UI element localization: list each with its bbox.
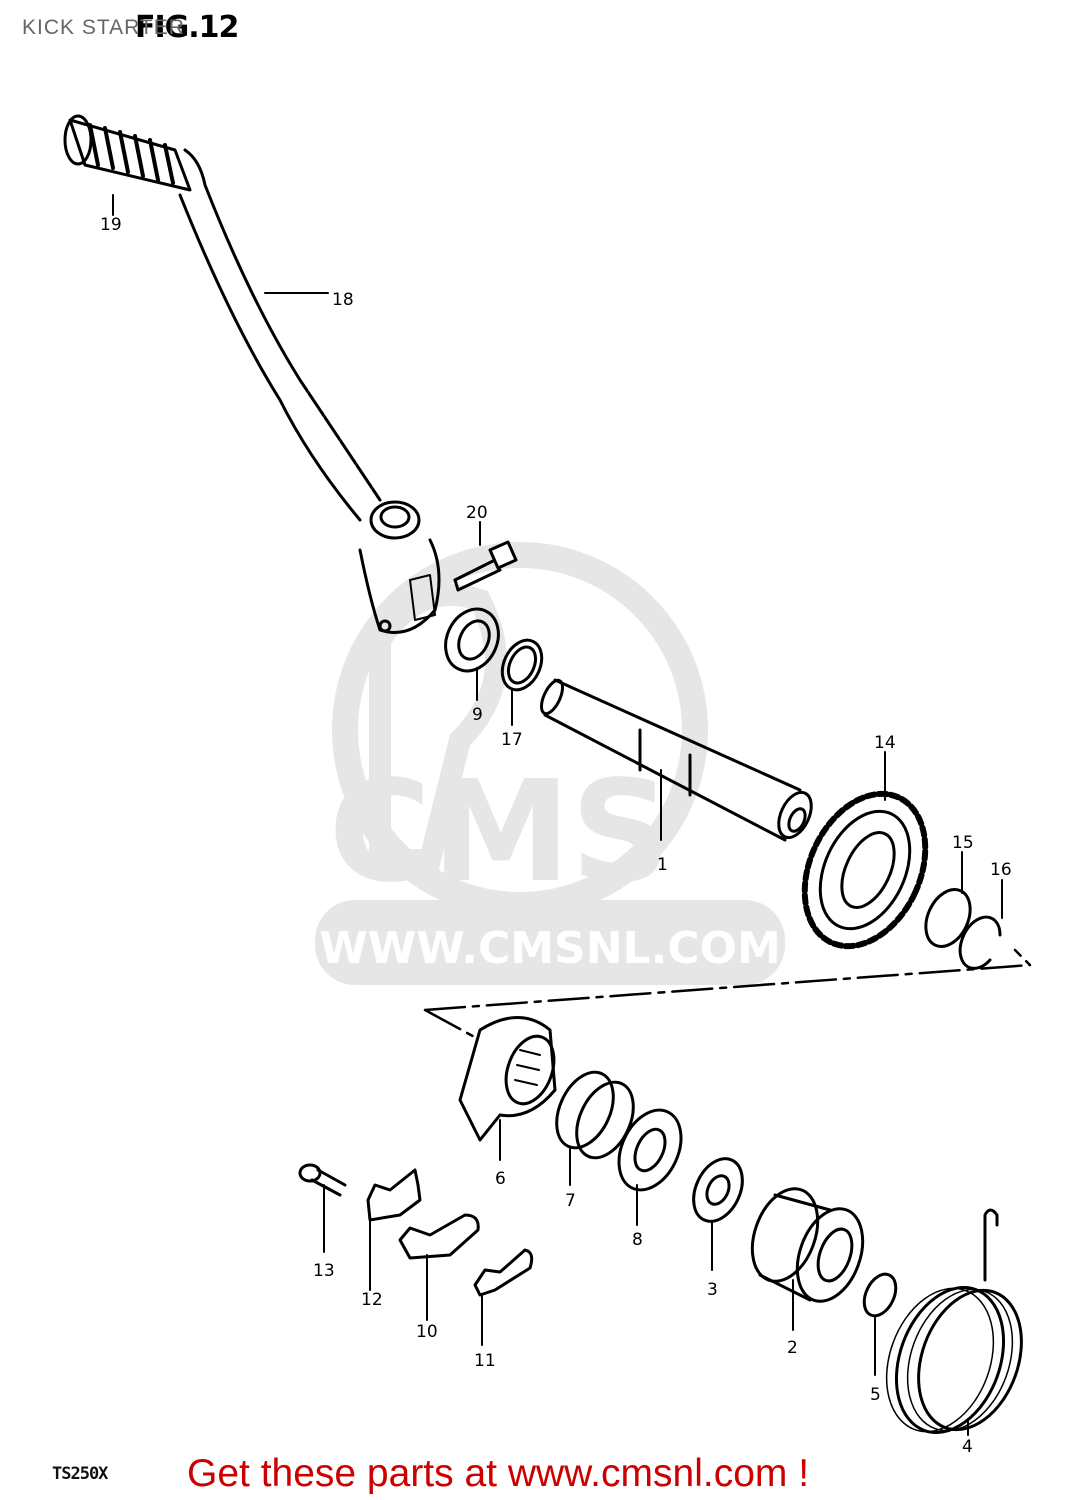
ratchet-icon bbox=[458, 1016, 557, 1142]
washer-icon bbox=[500, 638, 544, 692]
stopper-plate-icon bbox=[692, 1157, 744, 1223]
small-plate-icon bbox=[473, 1248, 534, 1297]
promo-link[interactable]: Get these parts at www.cmsnl.com ! bbox=[187, 1452, 810, 1495]
part-label-8: 8 bbox=[632, 1230, 643, 1250]
part-label-6: 6 bbox=[495, 1169, 506, 1189]
part-label-17: 17 bbox=[501, 730, 523, 750]
thrust-washer-icon bbox=[617, 1108, 683, 1192]
small-circlip-icon bbox=[862, 1272, 898, 1318]
part-label-15: 15 bbox=[952, 833, 974, 853]
kick-guide-icon bbox=[750, 1187, 865, 1303]
kick-shaft-icon bbox=[539, 678, 813, 842]
part-label-10: 10 bbox=[416, 1322, 438, 1342]
part-label-5: 5 bbox=[870, 1385, 881, 1405]
kick-lever-icon bbox=[178, 148, 441, 634]
spring-icon bbox=[555, 1070, 615, 1150]
model-code: TS250X bbox=[52, 1464, 108, 1484]
part-label-20: 20 bbox=[466, 503, 488, 523]
return-spring-icon bbox=[885, 1208, 1023, 1435]
part-label-19: 19 bbox=[100, 215, 122, 235]
bolt-icon bbox=[453, 540, 518, 592]
rubber-grip-icon bbox=[63, 114, 192, 192]
part-label-18: 18 bbox=[332, 290, 354, 310]
svg-text:CMS: CMS bbox=[329, 751, 672, 914]
part-label-3: 3 bbox=[707, 1280, 718, 1300]
part-label-2: 2 bbox=[787, 1338, 798, 1358]
watermark-url: WWW.CMSNL.COM bbox=[319, 923, 781, 974]
splined-washer-icon bbox=[924, 888, 972, 948]
oil-seal-icon bbox=[444, 607, 500, 673]
figure-number: FIG.12 bbox=[135, 10, 239, 45]
part-label-14: 14 bbox=[874, 733, 896, 753]
cms-watermark: CMS WWW.CMSNL.COM bbox=[315, 542, 785, 985]
lever-plate-icon bbox=[398, 1213, 480, 1260]
part-label-12: 12 bbox=[361, 1290, 383, 1310]
diagram-title: KICK STARTER bbox=[22, 16, 185, 39]
part-label-16: 16 bbox=[990, 860, 1012, 880]
part-label-11: 11 bbox=[474, 1351, 496, 1371]
kick-gear-icon bbox=[801, 790, 929, 950]
part-label-9: 9 bbox=[472, 705, 483, 725]
stopper-bracket-icon bbox=[366, 1168, 422, 1222]
part-label-1: 1 bbox=[657, 855, 668, 875]
part-label-7: 7 bbox=[565, 1191, 576, 1211]
circlip-icon bbox=[958, 915, 1002, 970]
part-label-4: 4 bbox=[962, 1437, 973, 1457]
part-label-13: 13 bbox=[313, 1261, 335, 1281]
small-bolt-icon bbox=[298, 1163, 347, 1197]
